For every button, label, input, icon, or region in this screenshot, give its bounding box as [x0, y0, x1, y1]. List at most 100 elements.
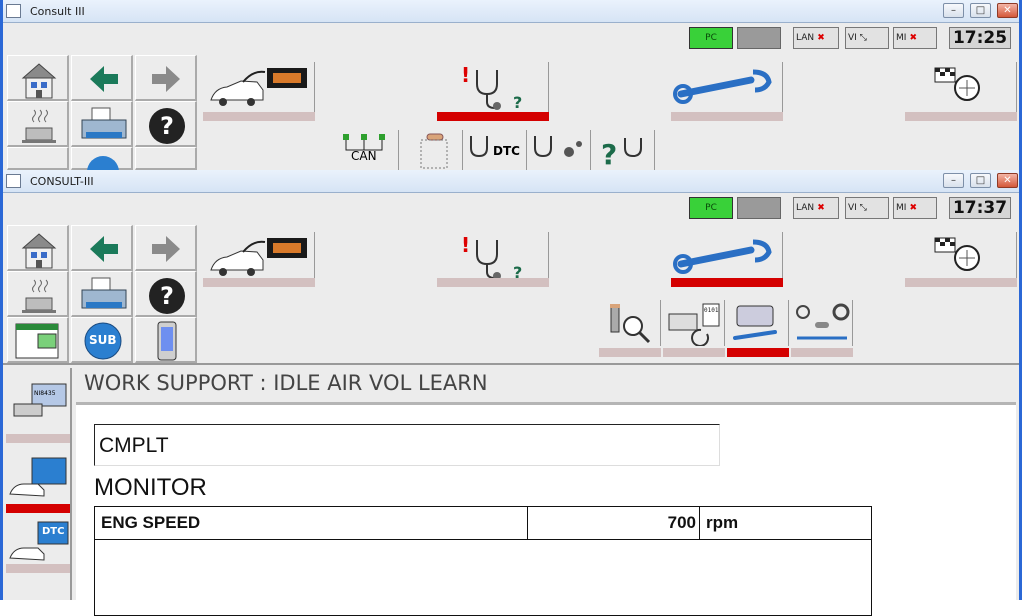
diagnosis-button[interactable]: !?	[437, 62, 549, 112]
spark-plug-inspect-button[interactable]	[599, 300, 661, 346]
sidetab-bar-1	[6, 434, 70, 443]
back-button[interactable]	[71, 225, 133, 271]
stethoscope-splash-icon	[534, 136, 582, 158]
pc-status-indicator: PC	[689, 27, 733, 49]
close-button[interactable]: ✕	[997, 173, 1018, 188]
work-support-button[interactable]	[671, 62, 783, 112]
forward-button[interactable]	[135, 225, 197, 271]
dtc-button[interactable]: DTC	[465, 130, 527, 170]
window-title: Consult III	[30, 5, 85, 18]
checkered-flag-icon	[934, 237, 980, 271]
vehicle-selection-button[interactable]	[203, 62, 315, 112]
page-title: WORK SUPPORT : IDLE AIR VOL LEARN	[84, 371, 488, 395]
tab-bar-vehicle	[203, 112, 315, 121]
sub-screen-button[interactable]	[7, 147, 69, 170]
data-monitor-car-button[interactable]	[6, 454, 70, 502]
coffee-icon	[22, 279, 56, 313]
window-consult-iii-background: Consult III – □ ✕ PC LAN ✖ VI ⤡ MI ✖ 17:…	[0, 0, 1022, 170]
mobile-button[interactable]	[135, 147, 197, 170]
can-diag-button[interactable]: CAN	[337, 130, 399, 170]
home-button[interactable]	[7, 225, 69, 271]
mi-label: MI	[896, 203, 907, 213]
ecu-select-button[interactable]: NI8435	[6, 376, 70, 424]
svg-text:?: ?	[513, 263, 522, 282]
pc-label: PC	[705, 33, 717, 43]
vehicle-selection-button[interactable]	[203, 232, 315, 282]
monitor-item-name: ENG SPEED	[101, 513, 201, 532]
coffee-button[interactable]	[7, 271, 69, 317]
print-button[interactable]	[71, 101, 133, 147]
minimize-button[interactable]: –	[943, 3, 964, 18]
coffee-button[interactable]	[7, 101, 69, 147]
sidetab-bar-2-active	[6, 504, 70, 513]
parts-tools-button[interactable]	[791, 300, 853, 346]
titlebar[interactable]: CONSULT-III – □ ✕	[3, 170, 1019, 193]
ecu-wrench-icon	[733, 305, 777, 340]
lan-status: LAN ✖	[793, 27, 839, 49]
help-button[interactable]: ?	[135, 101, 197, 147]
print-button[interactable]	[71, 271, 133, 317]
help-button[interactable]: ?	[135, 271, 197, 317]
sub-button[interactable]: SUB	[71, 317, 133, 363]
maximize-button[interactable]: □	[970, 173, 991, 188]
subtab-bar-4	[791, 348, 853, 357]
mobile-device-button[interactable]	[135, 317, 197, 363]
pc-label: PC	[705, 203, 717, 213]
diag-help-button[interactable]: ?	[593, 130, 655, 170]
pc-status-indicator: PC	[689, 197, 733, 219]
vi-label: VI	[848, 203, 857, 213]
help-icon: ?	[149, 108, 185, 144]
diagnosis-button[interactable]: !?	[437, 232, 549, 282]
back-button[interactable]	[71, 55, 133, 101]
minimize-button[interactable]: –	[943, 173, 964, 188]
x-mark-icon: ✖	[906, 203, 918, 213]
connector-icon: ⤡	[856, 33, 867, 43]
data-monitor-button[interactable]	[529, 130, 591, 170]
mi-status: MI ✖	[893, 27, 937, 49]
mi-label: MI	[896, 33, 907, 43]
dtc-car-button[interactable]: DTC	[6, 518, 70, 566]
car-monitor-icon	[9, 457, 67, 497]
racing-button[interactable]	[905, 62, 1017, 112]
lan-label: LAN	[796, 33, 815, 43]
car-to-ecu-icon	[210, 238, 307, 276]
titlebar[interactable]: Consult III – □ ✕	[3, 0, 1019, 23]
svg-text:?: ?	[601, 138, 617, 170]
subtab-bar-1	[599, 348, 661, 357]
forward-button[interactable]	[135, 55, 197, 101]
stethoscope-icon	[470, 136, 488, 158]
ecu-reprogram-button[interactable]: 0101	[663, 300, 725, 347]
sub-button[interactable]	[71, 147, 133, 170]
battery-indicator	[737, 27, 781, 49]
printer-icon	[81, 107, 127, 139]
ecu-connector-button[interactable]	[401, 130, 463, 170]
car-dtc-icon	[9, 521, 69, 561]
x-mark-icon: ✖	[814, 203, 825, 213]
lan-status: LAN ✖	[793, 197, 839, 219]
svg-text:?: ?	[513, 93, 522, 112]
tab-bar-vehicle	[203, 278, 315, 287]
screen-capture-button[interactable]	[7, 317, 69, 363]
monitor-label: MONITOR	[94, 474, 207, 501]
close-button[interactable]: ✕	[997, 3, 1018, 18]
subtab-bar-3-active	[727, 348, 789, 357]
mi-status: MI ✖	[893, 197, 937, 219]
monitor-item-value: 700	[527, 507, 696, 539]
home-button[interactable]	[7, 55, 69, 101]
window-title: CONSULT-III	[30, 175, 94, 188]
clock: 17:25	[949, 27, 1011, 49]
work-support-ecu-button[interactable]	[727, 300, 789, 346]
tab-bar-diagnosis-active	[437, 112, 549, 121]
svg-text:?: ?	[160, 112, 174, 140]
printer-icon	[81, 277, 127, 309]
wrench-icon	[673, 239, 772, 274]
maximize-button[interactable]: □	[970, 3, 991, 18]
tab-bar-diagnosis	[437, 278, 549, 287]
stethoscope-icon: !?	[461, 63, 522, 112]
back-arrow-icon	[90, 66, 118, 92]
vi-status: VI ⤡	[845, 27, 889, 49]
racing-button[interactable]	[905, 232, 1017, 282]
sub-icon	[84, 322, 122, 360]
work-support-button[interactable]	[671, 232, 783, 282]
work-status-field: CMPLT	[94, 424, 720, 466]
